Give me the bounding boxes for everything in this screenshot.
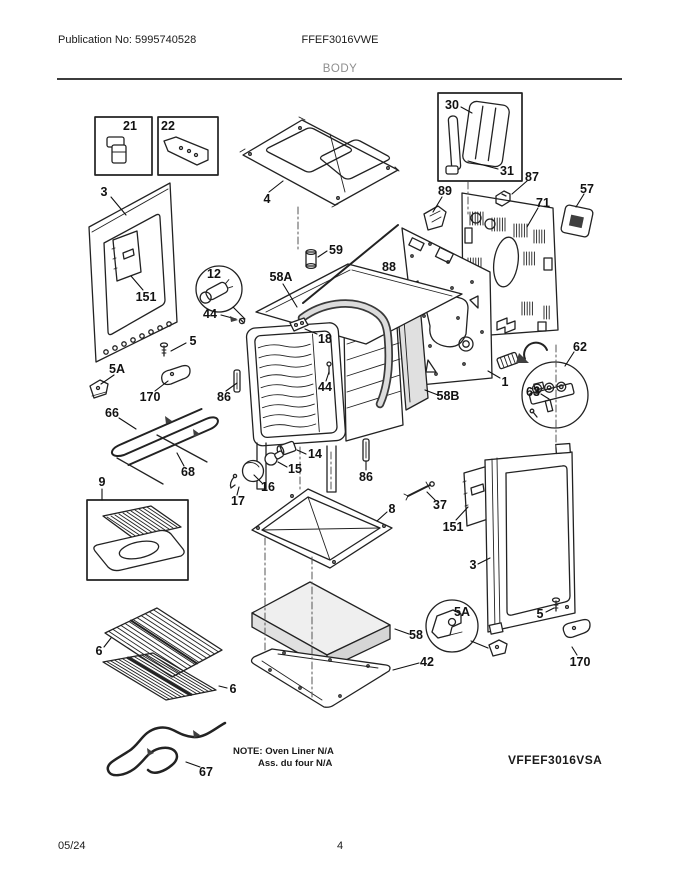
header-rule	[57, 78, 622, 80]
callout-box-9	[86, 499, 189, 581]
callout-box-30-31	[437, 92, 523, 182]
bracket-87	[495, 190, 511, 207]
clip-rear-lower	[496, 317, 516, 334]
callout-circle-5A-right	[425, 599, 479, 653]
main-top-panel-4	[239, 116, 400, 208]
callout-box-21	[94, 116, 153, 176]
insulation-wrap-band	[297, 299, 393, 409]
latch-bracket-151-left	[111, 230, 142, 282]
lamp-lens-16	[241, 459, 265, 483]
bracket-170-left	[161, 364, 191, 386]
oven-liner-note: NOTE: Oven Liner N/A Ass. du four N/A	[233, 746, 334, 770]
oven-rack-upper	[104, 607, 223, 678]
bottom-panel-42	[250, 648, 391, 708]
page-title: BODY	[322, 63, 358, 75]
harness-88	[302, 224, 399, 304]
note-line-2: Ass. du four N/A	[258, 758, 333, 769]
assembly-guide-lines	[264, 181, 557, 698]
terminal-connector	[496, 341, 548, 370]
note-line-1: NOTE: Oven Liner N/A	[233, 746, 334, 757]
spacer-86-left	[233, 369, 241, 393]
foot-bracket-5A-left	[89, 379, 109, 399]
diagram-code: VFFEF3016VSA	[508, 753, 603, 767]
spacer-59	[305, 248, 317, 270]
publication-number: Publication No: 5995740528	[58, 34, 197, 46]
callout-circle-12	[195, 265, 243, 313]
foot-bracket-5A-target	[488, 639, 508, 657]
lens-clip-17	[229, 473, 238, 489]
oven-rack-lower	[102, 652, 217, 701]
callout-circle-62	[521, 361, 589, 429]
screw-44-top	[238, 317, 246, 325]
spacer-86-right	[362, 438, 370, 462]
element-supports-68	[116, 434, 208, 485]
bake-element-67	[106, 721, 227, 777]
oven-bottom-8	[251, 488, 393, 569]
footer-page-number: 4	[336, 840, 344, 852]
leader-lines	[100, 106, 585, 768]
lamp-bulb-15	[264, 450, 284, 466]
plate-57	[560, 204, 594, 238]
footer-date: 05/24	[58, 840, 86, 852]
screw-5-left	[159, 342, 169, 357]
bracket-170-right	[562, 618, 591, 639]
broil-element-66	[111, 408, 219, 466]
model-number: FFEF3016VWE	[301, 34, 379, 46]
sensor-18	[289, 317, 309, 332]
probe-37	[403, 481, 435, 501]
callout-box-22	[157, 116, 219, 176]
screw-5-right	[551, 597, 561, 612]
right-side-panel-3	[484, 442, 576, 635]
